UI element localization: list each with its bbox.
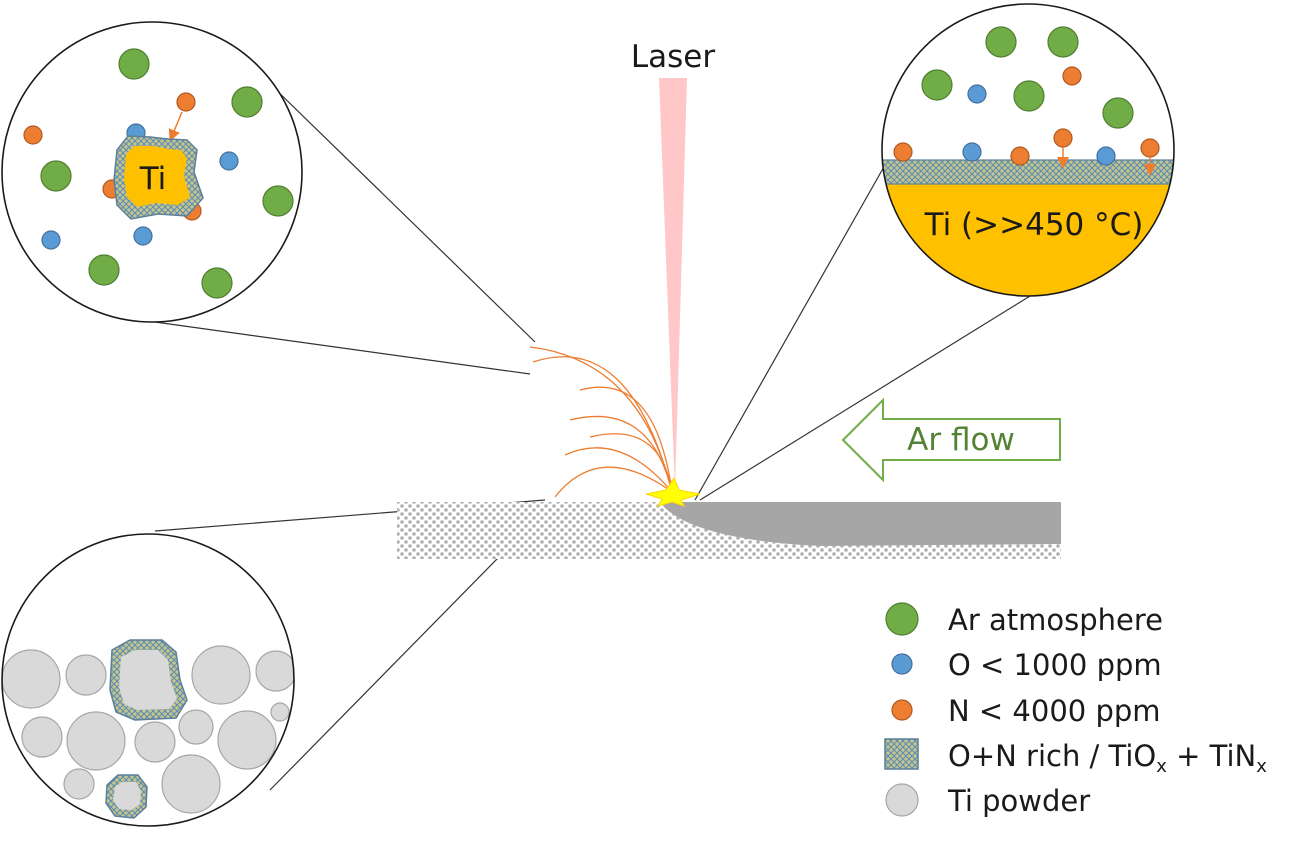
legend-item-n: N < 4000 ppm	[891, 694, 1161, 728]
legend-item-powder: Ti powder	[885, 783, 1090, 818]
nitrogen-arrow	[168, 111, 183, 142]
surface-oxide-layer	[882, 159, 1174, 185]
legend-oxide-label: O+N rich / TiOx + TiNx	[948, 739, 1267, 777]
laser-label: Laser	[631, 39, 715, 75]
powder-swatch-icon	[885, 783, 919, 817]
legend-item-ar: Ar atmosphere	[885, 602, 1163, 637]
powder-bed	[397, 502, 1061, 559]
legend: Ar atmosphere O < 1000 ppm N < 4000 ppm …	[884, 602, 1267, 818]
oxide-swatch-icon	[884, 738, 919, 770]
ar-flow-label: Ar flow	[907, 422, 1015, 458]
melted-track	[660, 502, 1061, 546]
legend-item-o: O < 1000 ppm	[891, 648, 1162, 682]
legend-o-label: O < 1000 ppm	[948, 648, 1162, 682]
hot-ti-label: Ti (>>450 °C)	[924, 207, 1144, 243]
ar-flow-arrow: Ar flow	[841, 397, 1061, 483]
argon-atoms	[40, 48, 294, 299]
ti-particle-label: Ti	[139, 161, 167, 197]
ti-particle-core	[124, 146, 190, 207]
legend-ar-label: Ar atmosphere	[948, 603, 1163, 637]
zoom-circle-spatter: Ti	[1, 21, 303, 323]
argon-swatch-icon	[885, 602, 919, 636]
nitrogen-swatch-icon	[891, 699, 913, 721]
oxygen-atoms	[41, 123, 239, 250]
legend-item-oxide: O+N rich / TiOx + TiNx	[884, 738, 1267, 777]
nitrogen-atoms	[893, 66, 1160, 166]
laser-beam	[659, 78, 687, 490]
argon-atoms	[921, 26, 1134, 129]
legend-n-label: N < 4000 ppm	[948, 694, 1161, 728]
zoom-circle-powder	[1, 533, 295, 827]
zoom-connector-lines	[154, 81, 1031, 791]
hot-ti-bulk	[882, 184, 1174, 296]
ti-powder-particles	[2, 639, 294, 819]
legend-powder-label: Ti powder	[947, 784, 1090, 818]
laser-spot-spark	[645, 476, 701, 507]
oxygen-swatch-icon	[891, 653, 913, 675]
oxygen-atoms	[962, 84, 1116, 166]
spatter-trajectories	[529, 346, 673, 498]
zoom-circle-melt-pool: Ti (>>450 °C)	[881, 3, 1175, 297]
